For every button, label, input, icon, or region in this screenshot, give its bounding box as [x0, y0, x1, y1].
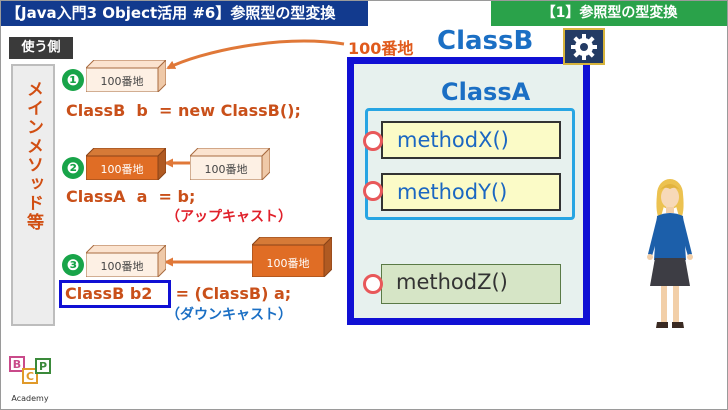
address-box-3b-label: 100番地 [266, 257, 310, 270]
step-2-badge: ❷ [62, 157, 84, 179]
bcp-logo-icon: B C P [9, 356, 51, 384]
address-box-2a: 100番地 [86, 148, 166, 180]
classA-section [365, 108, 575, 220]
logo-text: Academy [11, 394, 49, 403]
code-line-3-var-box [59, 280, 171, 308]
code-line-3-var: ClassB b2 [65, 284, 153, 303]
method-y-marker [363, 181, 383, 201]
logo-letter-p: P [39, 360, 47, 373]
slide-title: 【Java入門3 Object活用 #6】参照型の型変換 [0, 0, 368, 26]
address-box-1: 100番地 [86, 60, 166, 92]
method-x-marker [363, 131, 383, 151]
code-line-3-rest: = (ClassB) a; [170, 284, 292, 303]
classA-title: ClassA [441, 78, 531, 106]
section-title: 【1】参照型の型変換 [491, 0, 728, 26]
memory-address-label: 100番地 [348, 39, 414, 58]
method-z-marker [363, 274, 383, 294]
address-box-2b: 100番地 [190, 148, 270, 180]
downcast-note: （ダウンキャスト） [166, 307, 292, 323]
presenter-figure [647, 179, 693, 328]
arrow-address-to-box1 [166, 39, 345, 70]
settings-button[interactable] [563, 28, 605, 65]
address-box-2a-label: 100番地 [100, 163, 144, 176]
step-1-badge: ❶ [62, 69, 84, 91]
step-3-badge: ❸ [62, 254, 84, 276]
address-box-3a-label: 100番地 [100, 260, 144, 273]
logo-letter-b: B [13, 358, 21, 371]
method-x: methodX() [381, 121, 561, 159]
address-box-3a: 100番地 [86, 245, 166, 277]
code-line-2: ClassA a = b; [66, 187, 196, 206]
code-line-1: ClassB b = new ClassB(); [66, 101, 301, 120]
method-z: methodZ() [381, 264, 561, 304]
method-y: methodY() [381, 173, 561, 211]
caller-label: 使う側 [9, 37, 73, 59]
gear-icon [571, 34, 597, 60]
academy-logo: B C P Academy [8, 355, 52, 405]
classB-title: ClassB [437, 26, 534, 56]
address-box-1-label: 100番地 [100, 75, 144, 88]
upcast-note: （アップキャスト） [166, 209, 292, 225]
caller-box: メインメソッド等 [11, 64, 55, 326]
address-box-2b-label: 100番地 [204, 163, 248, 176]
caller-body: メインメソッド等 [23, 80, 43, 232]
address-box-3b: 100番地 [252, 237, 332, 277]
logo-letter-c: C [26, 370, 34, 383]
